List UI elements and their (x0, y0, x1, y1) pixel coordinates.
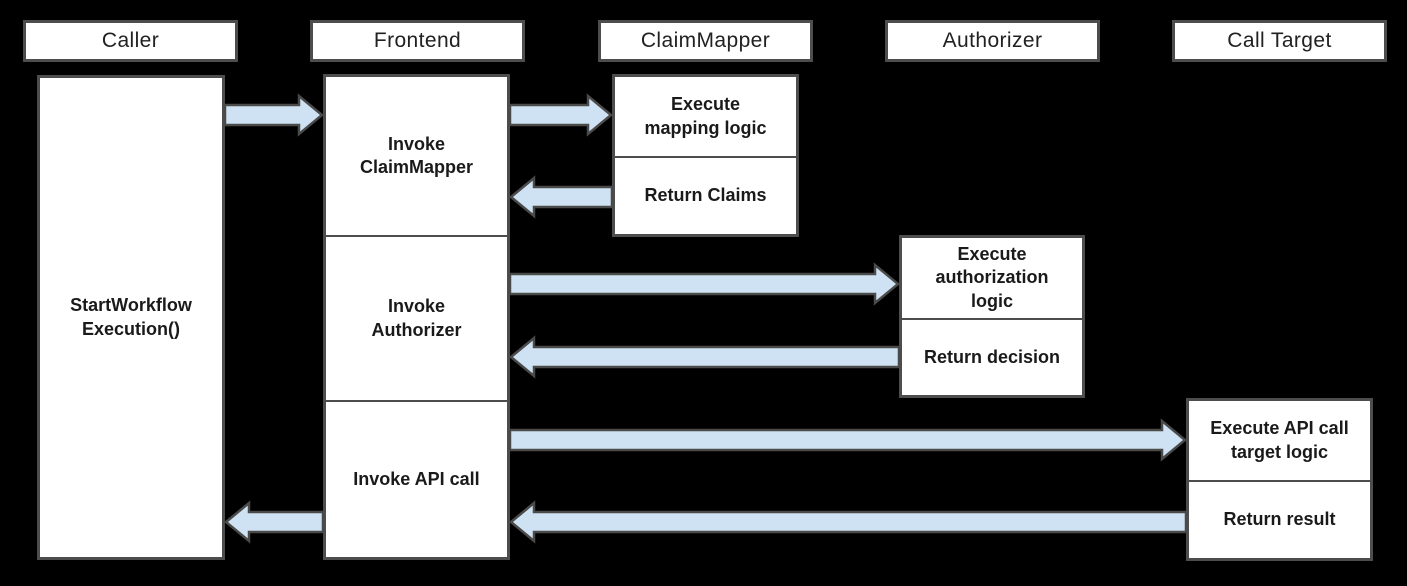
step-invoke-api-call: Invoke API call (326, 400, 507, 557)
lane-header-claimmapper: ClaimMapper (598, 20, 813, 62)
step-startworkflow-execution-label: StartWorkflow Execution() (70, 295, 192, 339)
step-return-decision-label: Return decision (923, 346, 1061, 367)
arrow-authorizer-to-frontend (509, 335, 901, 379)
arrow-frontend-to-claimmapper (508, 93, 613, 137)
step-invoke-authorizer-label: Invoke Authorizer (371, 296, 462, 340)
step-return-claims-label: Return Claims (644, 185, 767, 206)
step-invoke-authorizer: Invoke Authorizer (326, 235, 507, 400)
arrow-caller-to-frontend (223, 93, 324, 137)
arrow-frontend-to-authorizer (508, 262, 900, 306)
lane-header-authorizer: Authorizer (885, 20, 1100, 62)
step-return-result: Return result (1189, 480, 1370, 558)
step-execute-api-call-target-logic-label: Execute API call target logic (1210, 418, 1349, 462)
step-invoke-api-call-label: Invoke API call (353, 468, 480, 489)
step-return-claims: Return Claims (615, 156, 796, 234)
step-execute-authorization-logic-label: Execute authorization logic (935, 243, 1049, 311)
arrow-frontend-to-calltarget (508, 418, 1187, 462)
lane-header-frontend-label: Frontend (373, 29, 462, 52)
lane-header-calltarget: Call Target (1172, 20, 1387, 62)
step-return-decision: Return decision (902, 318, 1082, 395)
caller-activity-box: StartWorkflow Execution() (37, 75, 225, 560)
arrow-calltarget-to-frontend (509, 500, 1188, 544)
lane-header-calltarget-label: Call Target (1227, 29, 1332, 52)
step-return-result-label: Return result (1223, 509, 1336, 530)
step-execute-mapping-logic: Execute mapping logic (615, 77, 796, 156)
step-execute-authorization-logic: Execute authorization logic (902, 238, 1082, 318)
lane-header-caller-label: Caller (101, 29, 160, 52)
lane-header-authorizer-label: Authorizer (942, 29, 1043, 52)
frontend-activity-stack: Invoke ClaimMapper Invoke Authorizer Inv… (323, 74, 510, 560)
step-invoke-claimmapper: Invoke ClaimMapper (326, 77, 507, 235)
step-execute-mapping-logic-label: Execute mapping logic (644, 94, 767, 138)
lane-header-frontend: Frontend (310, 20, 525, 62)
authorizer-activity-stack: Execute authorization logic Return decis… (899, 235, 1085, 398)
arrow-claimmapper-to-frontend (509, 175, 614, 219)
lane-header-caller: Caller (23, 20, 238, 62)
lane-header-claimmapper-label: ClaimMapper (640, 29, 771, 52)
step-invoke-claimmapper-label: Invoke ClaimMapper (359, 133, 474, 177)
claimmapper-activity-stack: Execute mapping logic Return Claims (612, 74, 799, 237)
calltarget-activity-stack: Execute API call target logic Return res… (1186, 398, 1373, 561)
arrow-frontend-to-caller (224, 500, 325, 544)
step-execute-api-call-target-logic: Execute API call target logic (1189, 401, 1370, 480)
step-startworkflow-execution: StartWorkflow Execution() (40, 78, 222, 557)
